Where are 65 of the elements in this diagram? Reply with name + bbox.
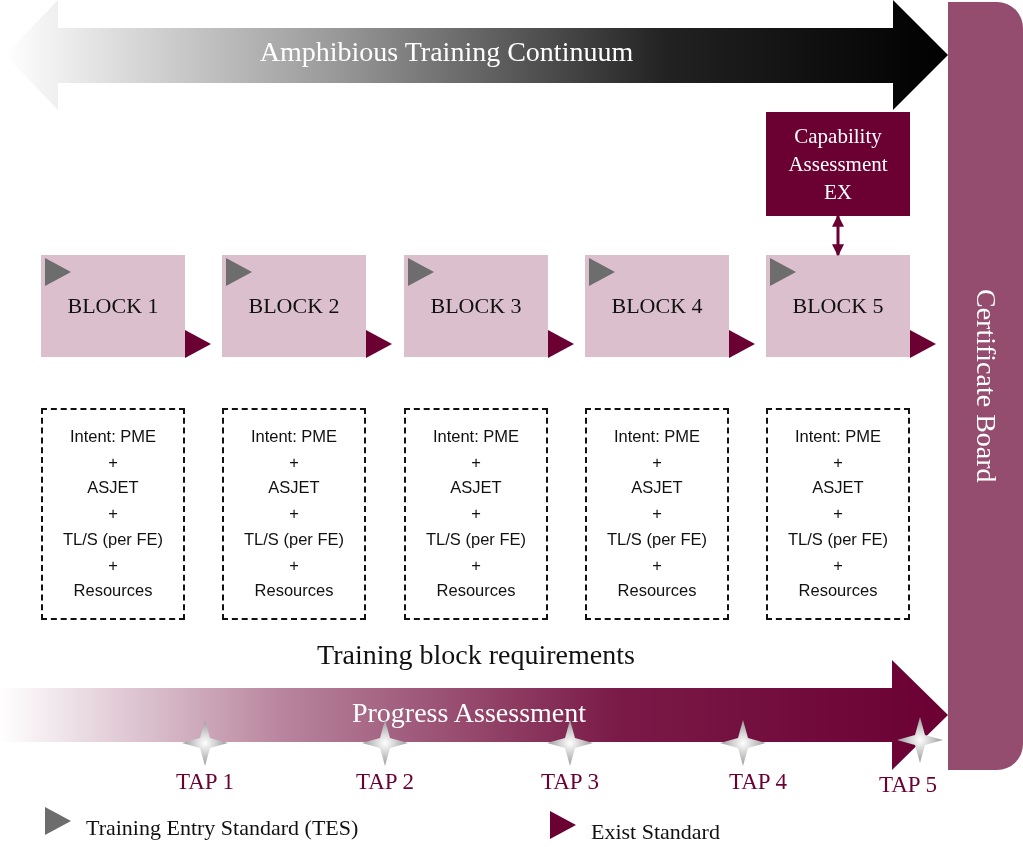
block-box (41, 255, 185, 357)
requirement-text: + (833, 503, 843, 525)
requirement-text: ASJET (450, 477, 502, 499)
block-label: BLOCK 1 (67, 293, 159, 319)
requirement-text: ASJET (268, 477, 320, 499)
block-box (404, 255, 548, 357)
requirement-text: + (652, 554, 662, 576)
requirement-text: + (289, 503, 299, 525)
requirement-text: ASJET (812, 477, 864, 499)
requirement-text: + (652, 451, 662, 473)
assessment-box (766, 112, 910, 216)
requirement-text: Intent: PME (432, 426, 520, 448)
requirements-box (41, 408, 185, 620)
requirement-text: Resources (254, 580, 334, 602)
band-title: Amphibious Training Continuum (258, 36, 635, 68)
band-title: Progress Assessment (350, 697, 588, 729)
requirement-text: + (108, 451, 118, 473)
requirement-text: + (108, 554, 118, 576)
vertical-band (948, 2, 1023, 770)
requirement-text: + (471, 554, 481, 576)
legend-text: Training Entry Standard (TES) (86, 815, 359, 841)
section-caption: Training block requirements (316, 639, 636, 671)
band-title: Certificate Board (969, 289, 1002, 483)
requirement-text: + (471, 503, 481, 525)
requirement-text: TL/S (per FE) (426, 528, 526, 550)
block-label: BLOCK 2 (248, 293, 340, 319)
requirement-text: TL/S (per FE) (244, 528, 344, 550)
requirement-text: + (289, 554, 299, 576)
double-arrow (832, 214, 844, 257)
milestone-label: TAP 3 (540, 769, 600, 795)
block-box (222, 255, 366, 357)
requirement-text: + (652, 503, 662, 525)
requirement-text: Resources (73, 580, 153, 602)
requirements-box (222, 408, 366, 620)
block-box (766, 255, 910, 357)
requirement-text: TL/S (per FE) (63, 528, 163, 550)
requirements-box (585, 408, 729, 620)
requirement-text: TL/S (per FE) (607, 528, 707, 550)
requirement-text: + (471, 451, 481, 473)
box-label: Capability Assessment EX (787, 123, 889, 206)
requirement-text: TL/S (per FE) (788, 528, 888, 550)
requirement-text: Resources (617, 580, 697, 602)
milestone-label: TAP 1 (175, 769, 235, 795)
requirement-text: Intent: PME (250, 426, 338, 448)
requirement-text: Intent: PME (69, 426, 157, 448)
block-label: BLOCK 3 (430, 293, 522, 319)
requirement-text: Resources (798, 580, 878, 602)
requirement-text: + (833, 554, 843, 576)
requirement-text: ASJET (87, 477, 139, 499)
milestone-label: TAP 5 (878, 772, 938, 798)
requirement-text: + (289, 451, 299, 473)
requirements-box (766, 408, 910, 620)
block-box (585, 255, 729, 357)
requirement-text: + (108, 503, 118, 525)
requirement-text: Intent: PME (613, 426, 701, 448)
requirements-box (404, 408, 548, 620)
milestone-label: TAP 2 (355, 769, 415, 795)
milestone-label: TAP 4 (728, 769, 788, 795)
requirement-text: ASJET (631, 477, 683, 499)
legend-text: Exist Standard (591, 819, 720, 845)
requirement-text: Resources (436, 580, 516, 602)
block-label: BLOCK 5 (792, 293, 884, 319)
requirement-text: Intent: PME (794, 426, 882, 448)
requirement-text: + (833, 451, 843, 473)
block-label: BLOCK 4 (611, 293, 703, 319)
